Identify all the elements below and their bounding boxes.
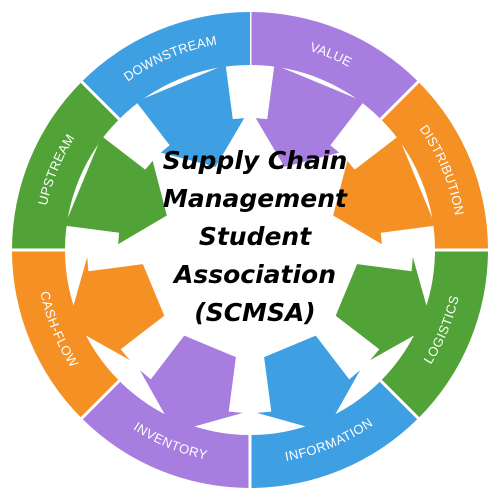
segment-band [12,250,120,419]
segment-arrow [333,136,436,245]
segment-arrow [136,64,245,167]
segment-arrow [68,257,165,361]
center-title-line: Supply Chain [162,146,348,175]
segment-band [250,12,419,120]
segment-band [81,12,251,120]
segment-arrow [335,257,432,361]
segment-arrow [255,64,364,167]
segment-divider [79,79,121,121]
segment-band [380,250,488,419]
center-title-line: Association [173,260,337,289]
segment-divider [379,379,421,421]
segment-band [250,380,419,488]
segment-arrow [64,136,167,245]
segment-divider [379,79,421,121]
center-title: Supply Chain Management Student Associat… [120,142,390,332]
center-title-line: Student [198,222,312,251]
segment-arrow [139,335,243,432]
center-title-line: (SCMSA) [194,298,316,327]
segment-band [12,81,120,251]
center-title-line: Management [162,184,348,213]
segment-divider [79,379,121,421]
segment-band [81,380,251,488]
segment-band [380,81,488,251]
segment-arrow [257,335,361,432]
